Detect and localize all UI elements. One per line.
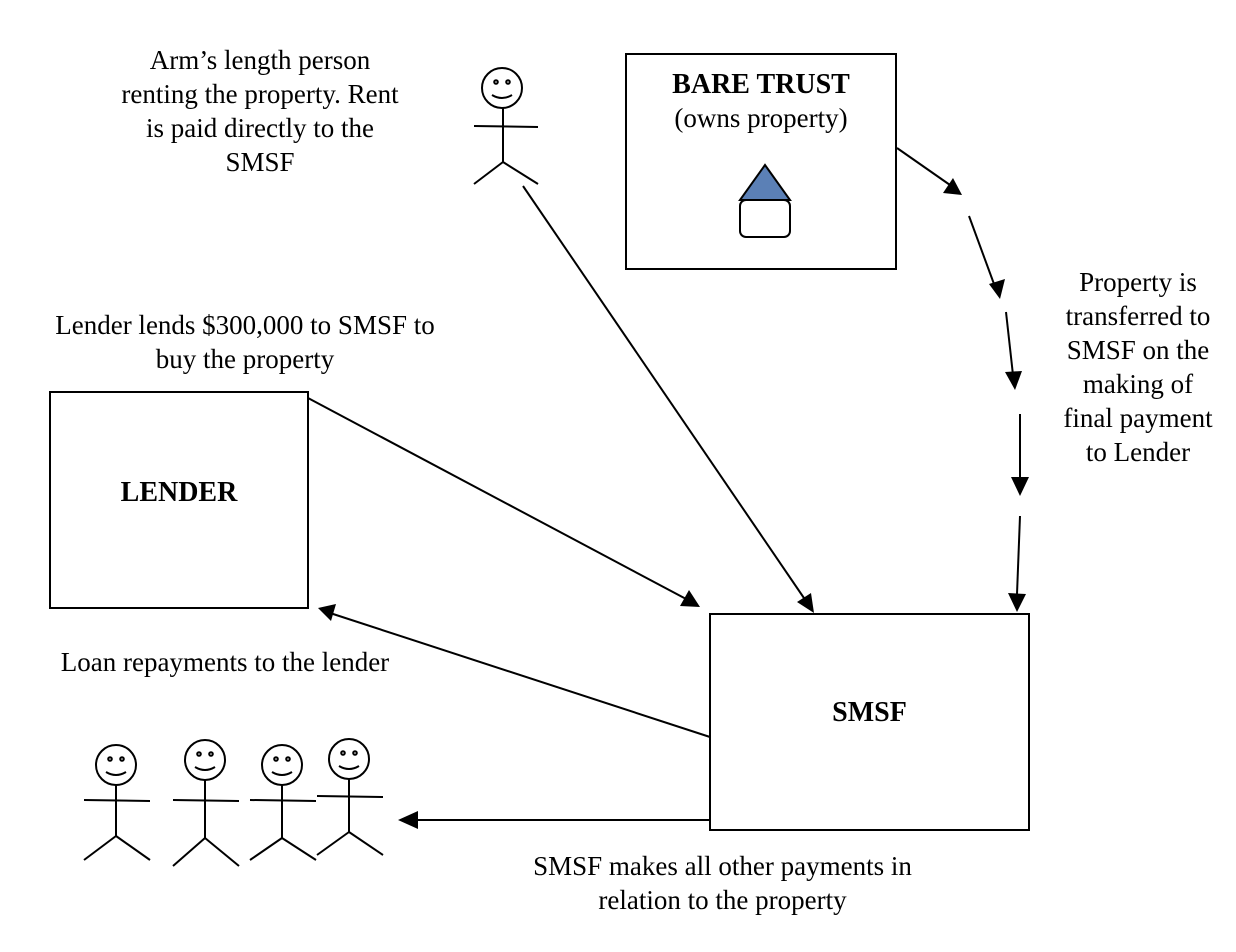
- other-payments-label: SMSF makes all other payments in relatio…: [533, 851, 912, 915]
- member-person-icon: [83, 744, 151, 861]
- smsf-box: SMSF: [709, 613, 1030, 831]
- arrow-smsf-to-members: [398, 811, 710, 829]
- bare-trust-subtitle: (owns property): [674, 103, 848, 133]
- arrow-bare-trust-to-smsf: [896, 147, 1029, 612]
- members-group: [83, 738, 384, 867]
- tenant-label: Arm’s length person renting the property…: [121, 45, 399, 177]
- member-person-icon: [172, 739, 240, 867]
- lender-box: LENDER: [49, 391, 309, 609]
- bare-trust-box: BARE TRUST (owns property): [625, 53, 897, 270]
- lender-title: LENDER: [120, 477, 238, 508]
- tenant-person-icon: [473, 67, 539, 185]
- smsf-title: SMSF: [832, 697, 907, 728]
- house-icon: [738, 163, 792, 238]
- member-person-icon: [316, 738, 384, 856]
- arrow-tenant-to-smsf: [522, 185, 814, 613]
- lender-loan-label: Lender lends $300,000 to SMSF to buy the…: [55, 310, 435, 374]
- member-person-icon: [249, 744, 317, 861]
- bare-trust-title: BARE TRUST: [672, 69, 850, 100]
- arrow-smsf-to-lender: [318, 604, 711, 738]
- loan-repayments-label: Loan repayments to the lender: [60, 647, 390, 677]
- property-transfer-label: Property is transferred to SMSF on the m…: [1063, 267, 1213, 467]
- arrow-lender-to-smsf: [307, 397, 700, 607]
